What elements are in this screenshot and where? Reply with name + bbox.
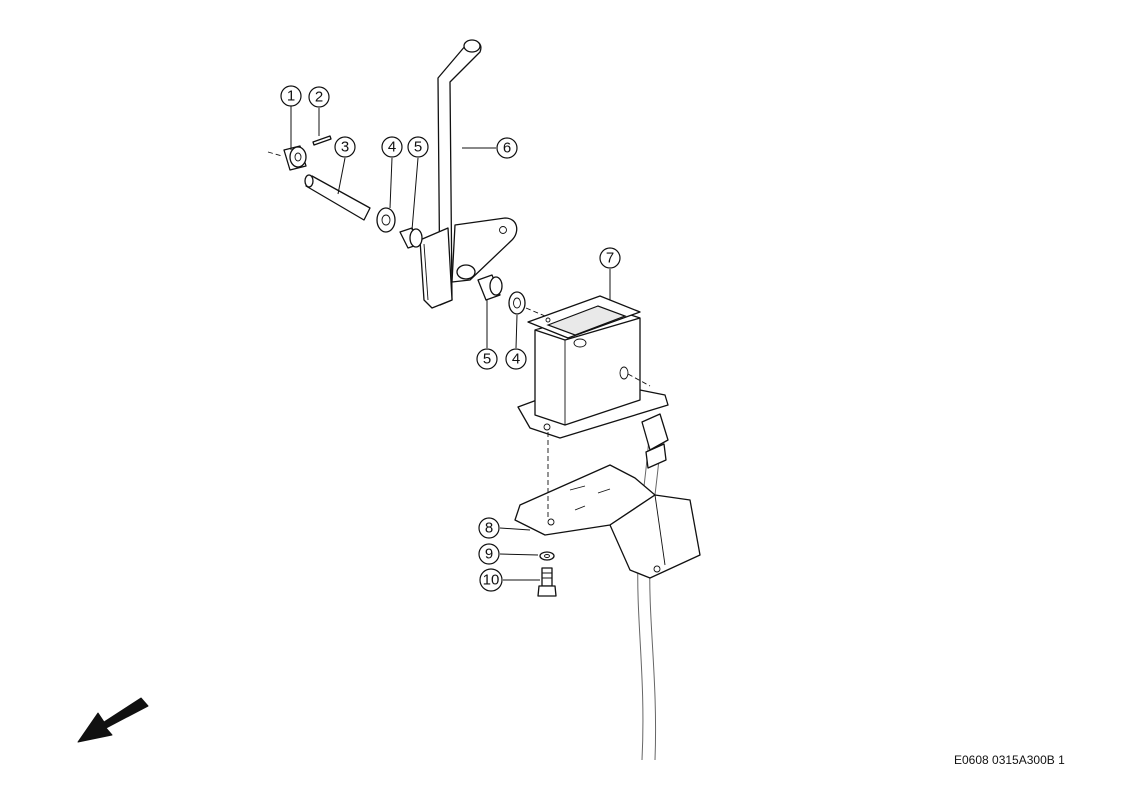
shaft [304, 174, 371, 221]
callout-5-upper: 5 [407, 136, 429, 158]
collar [267, 145, 307, 171]
callout-8-label: 8 [485, 520, 493, 537]
leader-lines [290, 106, 611, 581]
callout-5-upper-label: 5 [414, 139, 422, 156]
washer-small [539, 551, 555, 561]
cable-bundle [637, 419, 663, 761]
callout-9: 9 [478, 543, 500, 565]
callout-5-lower: 5 [476, 348, 498, 370]
front-direction-arrow-icon [77, 697, 149, 743]
callout-2: 2 [308, 86, 330, 108]
drawing-reference-code: E0608 0315A300B 1 [954, 753, 1065, 767]
mounting-bracket [514, 432, 701, 579]
callout-7: 7 [599, 247, 621, 269]
callout-6: 6 [496, 137, 518, 159]
hex-bolt [537, 567, 557, 597]
lever-bracket [419, 217, 518, 309]
washer-lower [508, 291, 546, 317]
callout-4-lower-label: 4 [512, 351, 520, 368]
callout-4-upper-label: 4 [388, 139, 396, 156]
callout-6-label: 6 [503, 140, 511, 157]
cable-connector [641, 413, 669, 469]
callout-2-label: 2 [315, 89, 323, 106]
washer-upper [376, 207, 396, 233]
callout-9-label: 9 [485, 546, 493, 563]
bushing-lower [477, 274, 503, 301]
callout-1-label: 1 [287, 88, 295, 105]
callout-3: 3 [334, 136, 356, 158]
split-pin [312, 135, 332, 146]
callout-10-label: 10 [483, 572, 500, 589]
callout-5-lower-label: 5 [483, 351, 491, 368]
bushing-upper [399, 227, 423, 249]
lever-housing [517, 295, 669, 439]
callout-10: 10 [479, 568, 503, 592]
callout-3-label: 3 [341, 139, 349, 156]
callout-8: 8 [478, 517, 500, 539]
callout-1: 1 [280, 85, 302, 107]
callout-7-label: 7 [606, 250, 614, 267]
callout-4-lower: 4 [505, 348, 527, 370]
callout-4-upper: 4 [381, 136, 403, 158]
